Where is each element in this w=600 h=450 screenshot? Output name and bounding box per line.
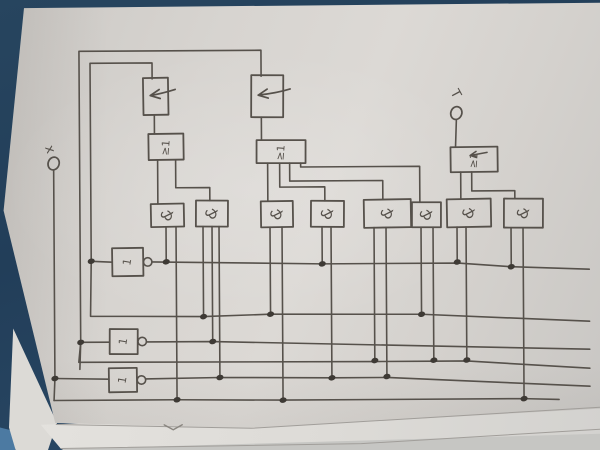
junction-dot (173, 396, 181, 403)
wire (89, 62, 153, 263)
or-gate-3 (449, 145, 499, 174)
junction-dot (417, 311, 426, 318)
wire (89, 260, 591, 323)
and-gate-label: & (416, 206, 437, 223)
not-gate-label: 1 (115, 375, 129, 384)
and-gate-2 (194, 199, 229, 228)
wire (299, 162, 421, 204)
and-gate-4 (309, 199, 345, 228)
inverter-bubble (142, 256, 153, 267)
and-gate-label: & (201, 205, 222, 222)
junction-dot (279, 397, 287, 403)
not-gate-label: 1 (116, 337, 130, 346)
and-gate-label: & (266, 205, 287, 222)
wire (174, 158, 211, 202)
junction-dot (209, 338, 217, 345)
wire (522, 226, 525, 400)
pencil-smudge (163, 424, 183, 431)
clock-arrow-icon (469, 150, 488, 159)
wire (278, 162, 326, 202)
wire (373, 226, 376, 362)
and-gate-8 (502, 197, 544, 229)
junction-dot (383, 373, 391, 380)
junction-dot (507, 263, 515, 270)
junction-dot (328, 375, 336, 381)
junction-dot (87, 258, 95, 265)
wire (385, 226, 388, 378)
and-gate-label: & (458, 204, 479, 221)
wire (53, 397, 560, 402)
and-gate-3 (259, 200, 295, 229)
or-gate-1 (147, 132, 185, 161)
wire (432, 226, 435, 361)
and-gate-label: & (317, 205, 338, 222)
t-output-terminal-label: T (446, 86, 463, 101)
wire (281, 226, 284, 401)
junction-dot (453, 259, 461, 265)
paper-edge (55, 406, 600, 429)
junction-dot (162, 259, 170, 265)
and-gate-5 (362, 198, 413, 229)
junction-dot (430, 357, 438, 363)
x-input-terminal-label: x (41, 143, 58, 156)
junction-dot (200, 313, 208, 320)
clock-arrow-icon (149, 88, 177, 100)
junction-dot (463, 357, 471, 363)
wire (330, 226, 333, 379)
t-output-terminal (449, 105, 463, 121)
wire (269, 226, 272, 315)
wire (470, 171, 516, 200)
ff-2 (250, 74, 285, 119)
junction-dot (371, 357, 379, 364)
clock-arrow-icon (257, 88, 292, 99)
wire (288, 162, 384, 201)
and-gate-label: & (377, 205, 398, 222)
wire (465, 226, 468, 361)
inverter-bubble (137, 336, 148, 347)
junction-dot (51, 375, 59, 382)
and-gate-7 (445, 197, 493, 229)
or-gate-2 (255, 139, 307, 165)
wire (90, 260, 114, 263)
and-gate-label: & (513, 204, 534, 221)
wire (175, 225, 178, 401)
wire (202, 225, 205, 318)
junction-dot (520, 395, 528, 402)
inverter-bubble (136, 374, 147, 385)
junction-dot (77, 339, 85, 346)
ff-1 (142, 76, 170, 116)
x-input-terminal (47, 156, 61, 171)
junction-dot (216, 374, 224, 381)
and-gate-label: & (157, 207, 178, 224)
wire (54, 377, 110, 380)
wire (78, 49, 262, 371)
wire (78, 341, 591, 370)
or-gate-label: ≥1 (274, 144, 287, 160)
wire (52, 169, 56, 402)
and-gate-6 (411, 201, 442, 229)
wire (454, 119, 458, 148)
or-gate-label: ≥1 (159, 140, 172, 156)
junction-dot (266, 311, 275, 317)
wire (211, 225, 214, 343)
and-gate-1 (149, 202, 186, 229)
wire (218, 225, 221, 379)
paper-edge (60, 428, 600, 449)
wire (420, 226, 423, 316)
junction-dot (318, 261, 326, 267)
not-gate-label: 1 (120, 257, 134, 266)
